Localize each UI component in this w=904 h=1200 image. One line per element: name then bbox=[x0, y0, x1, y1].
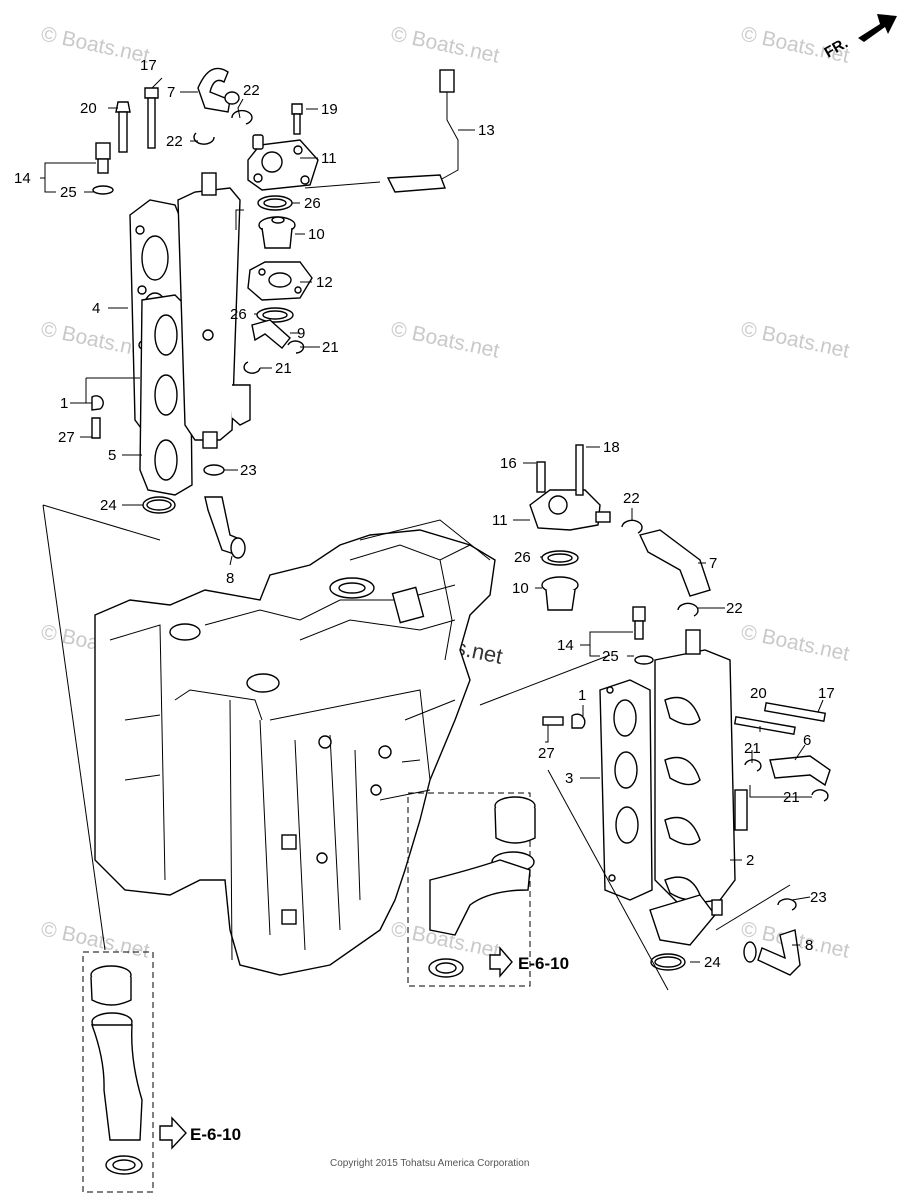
part-label-1[interactable]: 1 bbox=[578, 687, 586, 704]
part-label-8[interactable]: 8 bbox=[805, 937, 813, 954]
reference-link-e-6-10[interactable]: E-6-10 bbox=[518, 954, 569, 973]
part-labels: 17 20 7 22 22 19 14 25 11 13 26 10 4 12 … bbox=[14, 57, 835, 971]
part-label-7[interactable]: 7 bbox=[167, 84, 175, 101]
part-label-17[interactable]: 17 bbox=[140, 57, 157, 74]
part-label-18[interactable]: 18 bbox=[603, 439, 620, 456]
front-direction-indicator: FR. bbox=[822, 14, 897, 61]
water-jacket-right bbox=[649, 629, 748, 946]
watermark: © Boats.net bbox=[39, 917, 152, 962]
exhaust-manifold-right bbox=[599, 679, 653, 901]
gasket-26-right bbox=[541, 550, 579, 566]
part-label-2[interactable]: 2 bbox=[746, 852, 754, 869]
leader-lines bbox=[40, 77, 824, 991]
fr-arrow-icon bbox=[858, 14, 897, 42]
o-ring-24-right bbox=[650, 953, 686, 971]
elbow-8-left bbox=[203, 464, 246, 559]
part-label-22[interactable]: 22 bbox=[726, 600, 743, 617]
part-label-27[interactable]: 27 bbox=[538, 745, 555, 762]
watermark: © Boats.net bbox=[739, 620, 852, 665]
hose-clip-22-left bbox=[193, 109, 253, 145]
water-pipe-group-left bbox=[82, 951, 154, 1193]
engine-block bbox=[94, 519, 496, 976]
ref-arrow-left bbox=[159, 1116, 187, 1150]
part-label-22[interactable]: 22 bbox=[243, 82, 260, 99]
part-label-3[interactable]: 3 bbox=[565, 770, 573, 787]
part-label-7[interactable]: 7 bbox=[709, 555, 717, 572]
thermostat-left bbox=[258, 216, 296, 249]
watermark: © Boats.net bbox=[389, 317, 502, 362]
part-label-17[interactable]: 17 bbox=[818, 685, 835, 702]
watermark: © Boats.net bbox=[389, 22, 502, 67]
water-jacket-left bbox=[177, 172, 251, 449]
part-label-16[interactable]: 16 bbox=[500, 455, 517, 472]
elbow-8-right bbox=[743, 898, 801, 976]
part-label-23[interactable]: 23 bbox=[240, 462, 257, 479]
part-label-21[interactable]: 21 bbox=[322, 339, 339, 356]
sensor-14-left bbox=[92, 142, 114, 195]
part-label-20[interactable]: 20 bbox=[750, 685, 767, 702]
sensor-13-wire bbox=[386, 69, 459, 193]
reference-link-e-6-10[interactable]: E-6-10 bbox=[190, 1125, 241, 1144]
manifold-gasket-left bbox=[139, 294, 193, 496]
part-label-23[interactable]: 23 bbox=[810, 889, 827, 906]
bolts-left bbox=[91, 87, 303, 439]
part-label-13[interactable]: 13 bbox=[478, 122, 495, 139]
sensor-14-right bbox=[632, 606, 654, 665]
thermostat-base-left bbox=[247, 261, 313, 301]
gasket-26-left-lower bbox=[256, 307, 294, 323]
part-label-8[interactable]: 8 bbox=[226, 570, 234, 587]
thermostat-cover-left bbox=[247, 134, 319, 191]
part-label-12[interactable]: 12 bbox=[316, 274, 333, 291]
part-label-24[interactable]: 24 bbox=[704, 954, 721, 971]
part-label-6[interactable]: 6 bbox=[803, 732, 811, 749]
hose-7-left bbox=[197, 67, 240, 113]
watermark: © Boats.net bbox=[739, 317, 852, 362]
part-label-26[interactable]: 26 bbox=[304, 195, 321, 212]
part-label-26[interactable]: 26 bbox=[230, 306, 247, 323]
part-label-19[interactable]: 19 bbox=[321, 101, 338, 118]
hose-clip-21-left bbox=[243, 340, 305, 374]
hose-6 bbox=[744, 755, 831, 802]
part-label-21[interactable]: 21 bbox=[744, 740, 761, 757]
part-label-14[interactable]: 14 bbox=[557, 637, 574, 654]
part-label-22[interactable]: 22 bbox=[623, 490, 640, 507]
part-label-11[interactable]: 11 bbox=[321, 150, 337, 167]
thermostat-cover-right bbox=[529, 444, 611, 531]
part-label-27[interactable]: 27 bbox=[58, 429, 75, 446]
part-label-25[interactable]: 25 bbox=[60, 184, 77, 201]
part-label-10[interactable]: 10 bbox=[512, 580, 529, 597]
part-label-20[interactable]: 20 bbox=[80, 100, 97, 117]
bolts-right bbox=[542, 702, 827, 735]
part-label-24[interactable]: 24 bbox=[100, 497, 117, 514]
part-label-22[interactable]: 22 bbox=[166, 133, 183, 150]
o-ring-24-left bbox=[142, 496, 176, 514]
part-label-14[interactable]: 14 bbox=[14, 170, 31, 187]
water-pipe-group-center bbox=[407, 792, 536, 987]
part-label-9[interactable]: 9 bbox=[297, 325, 305, 342]
part-label-25[interactable]: 25 bbox=[602, 648, 619, 665]
part-label-21[interactable]: 21 bbox=[783, 789, 800, 806]
gasket-26-left-upper bbox=[257, 195, 293, 211]
hose-9 bbox=[251, 319, 291, 349]
part-label-5[interactable]: 5 bbox=[108, 447, 116, 464]
part-label-4[interactable]: 4 bbox=[92, 300, 100, 317]
copyright-notice: Copyright 2015 Tohatsu America Corporati… bbox=[330, 1158, 529, 1169]
hose-7-right bbox=[621, 519, 711, 617]
watermark: © Boats.net bbox=[39, 22, 152, 67]
thermostat-right bbox=[541, 576, 579, 611]
part-label-11[interactable]: 11 bbox=[492, 512, 508, 529]
part-label-1[interactable]: 1 bbox=[60, 395, 68, 412]
part-label-21[interactable]: 21 bbox=[275, 360, 292, 377]
part-label-26[interactable]: 26 bbox=[514, 549, 531, 566]
ref-arrow-center bbox=[489, 946, 513, 978]
part-label-10[interactable]: 10 bbox=[308, 226, 325, 243]
